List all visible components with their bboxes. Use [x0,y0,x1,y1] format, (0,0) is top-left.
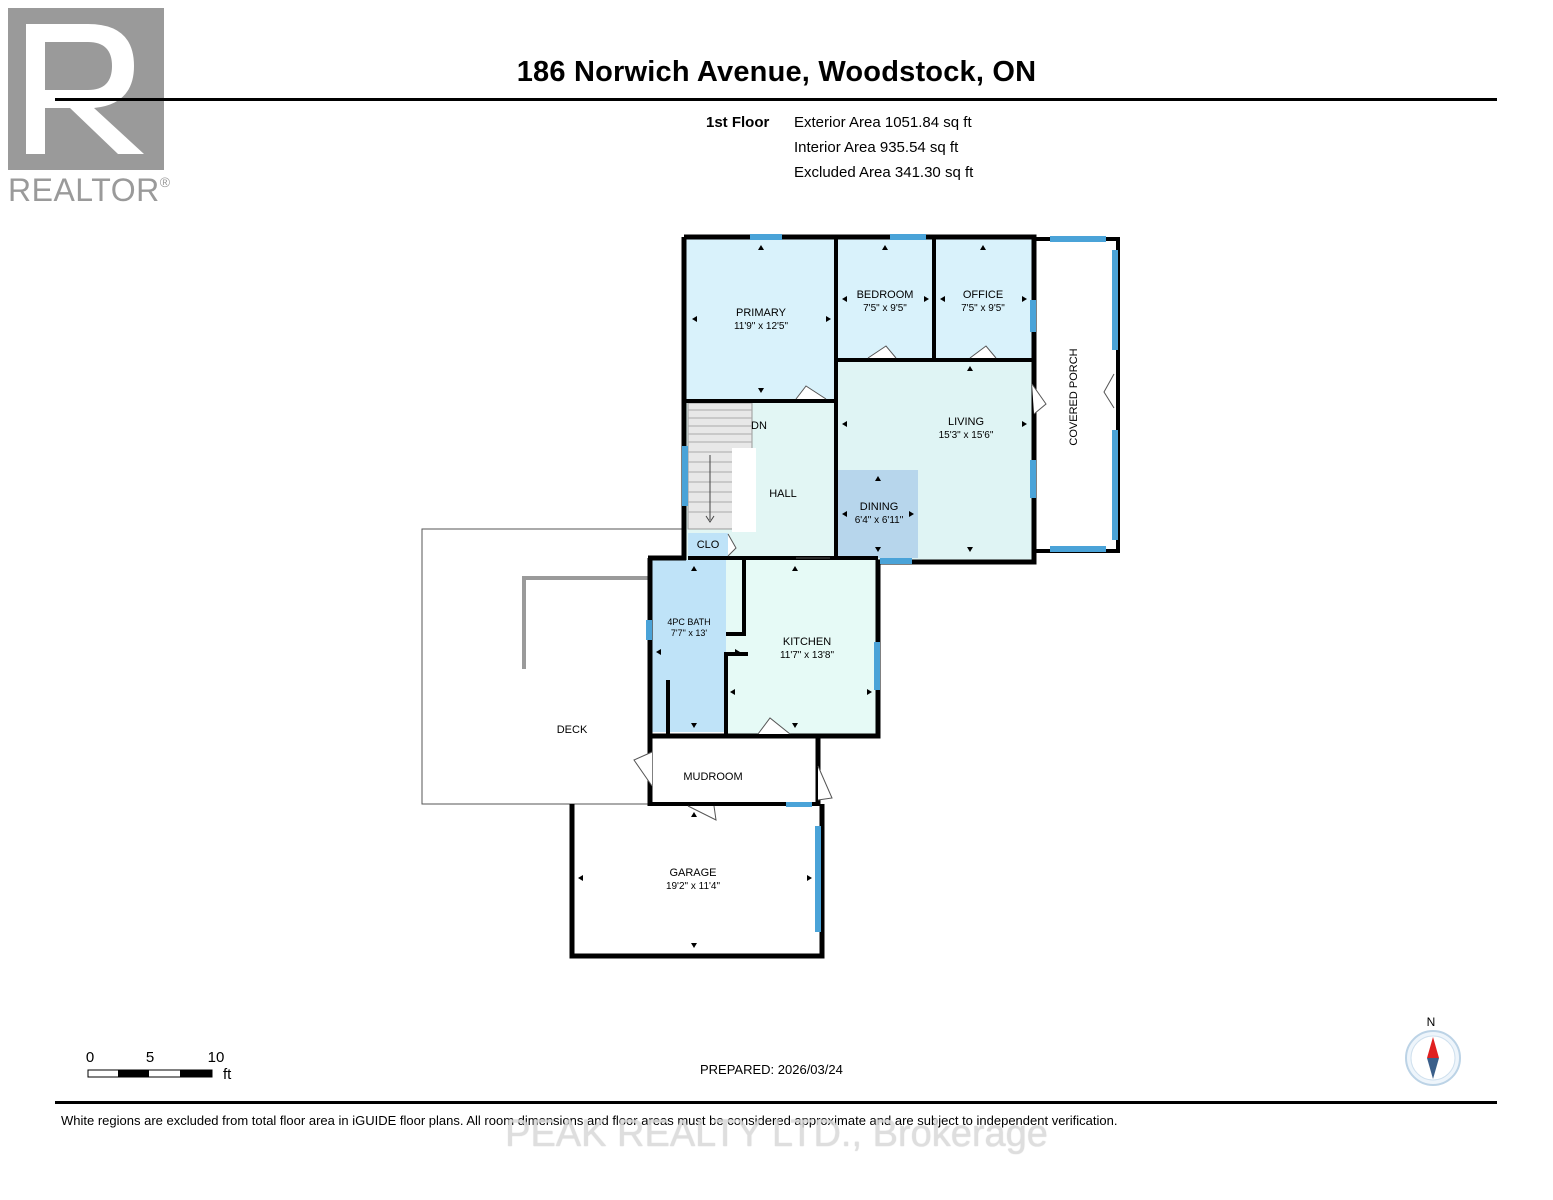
realtor-wordmark: REALTOR® [8,172,171,209]
dining-label: DINING [860,501,899,513]
bath-dims: 7'7" x 13' [671,628,707,638]
living-dims: 15'3" x 15'6" [939,430,994,441]
bath-label: 4PC BATH [667,617,710,627]
primary-room [686,239,836,401]
hall-label: HALL [769,488,797,500]
scale-unit: ft [223,1066,232,1083]
stairs [687,402,756,532]
closet-label: CLO [697,539,720,551]
covered-porch-label: COVERED PORCH [1068,348,1080,445]
scale-label-10: 10 [208,1049,225,1066]
office-room [934,239,1032,360]
office-label: OFFICE [963,289,1003,301]
stairs-label: DN [751,420,767,432]
exterior-area: Exterior Area 1051.84 sq ft [794,114,972,131]
footer-divider [55,1101,1497,1104]
bedroom-label: BEDROOM [857,289,914,301]
dining-dims: 6'4" x 6'11" [855,515,904,526]
floor-label: 1st Floor [706,114,770,131]
registered-mark: ® [159,174,171,190]
compass-north-label: N [1427,1015,1436,1029]
kitchen-room [726,560,878,734]
garage-dims: 19'2" x 11'4" [666,881,721,892]
brokerage-watermark: PEAK REALTY LTD., Brokerage [505,1113,1048,1155]
living-label: LIVING [948,416,984,428]
garage-label: GARAGE [669,867,716,879]
garage-room [573,806,820,956]
disclaimer-text: White regions are excluded from total fl… [61,1113,1118,1128]
page-title: 186 Norwich Avenue, Woodstock, ON [516,56,1037,88]
deck-railing [522,576,650,669]
excluded-area: Excluded Area 341.30 sq ft [794,164,974,181]
bedroom-dims: 7'5" x 9'5" [863,303,907,314]
kitchen-dims: 11'7" x 13'8" [780,650,835,661]
dining-area [838,470,918,558]
realtor-logo [8,8,164,170]
scale-label-0: 0 [86,1049,94,1066]
scale-label-5: 5 [146,1049,154,1066]
header-divider [55,98,1497,101]
primary-dims: 11'9" x 12'5" [734,321,789,332]
primary-label: PRIMARY [736,307,787,319]
closet-room [688,533,728,557]
doors [633,345,1115,821]
windows [646,234,1118,932]
interior-area: Interior Area 935.54 sq ft [794,139,959,156]
bedroom-room [836,239,934,360]
mudroom-label: MUDROOM [683,771,742,783]
office-dims: 7'5" x 9'5" [961,303,1005,314]
realtor-wordmark-text: REALTOR [8,172,160,208]
mudroom-room [652,738,818,804]
kitchen-label: KITCHEN [783,636,831,648]
prepared-date: PREPARED: 2026/03/24 [700,1062,843,1077]
compass-icon: N [1405,1015,1461,1086]
deck-label: DECK [557,724,588,736]
dimension-markers [578,245,1027,948]
scale-bar: 0 5 10 ft [86,1049,232,1083]
